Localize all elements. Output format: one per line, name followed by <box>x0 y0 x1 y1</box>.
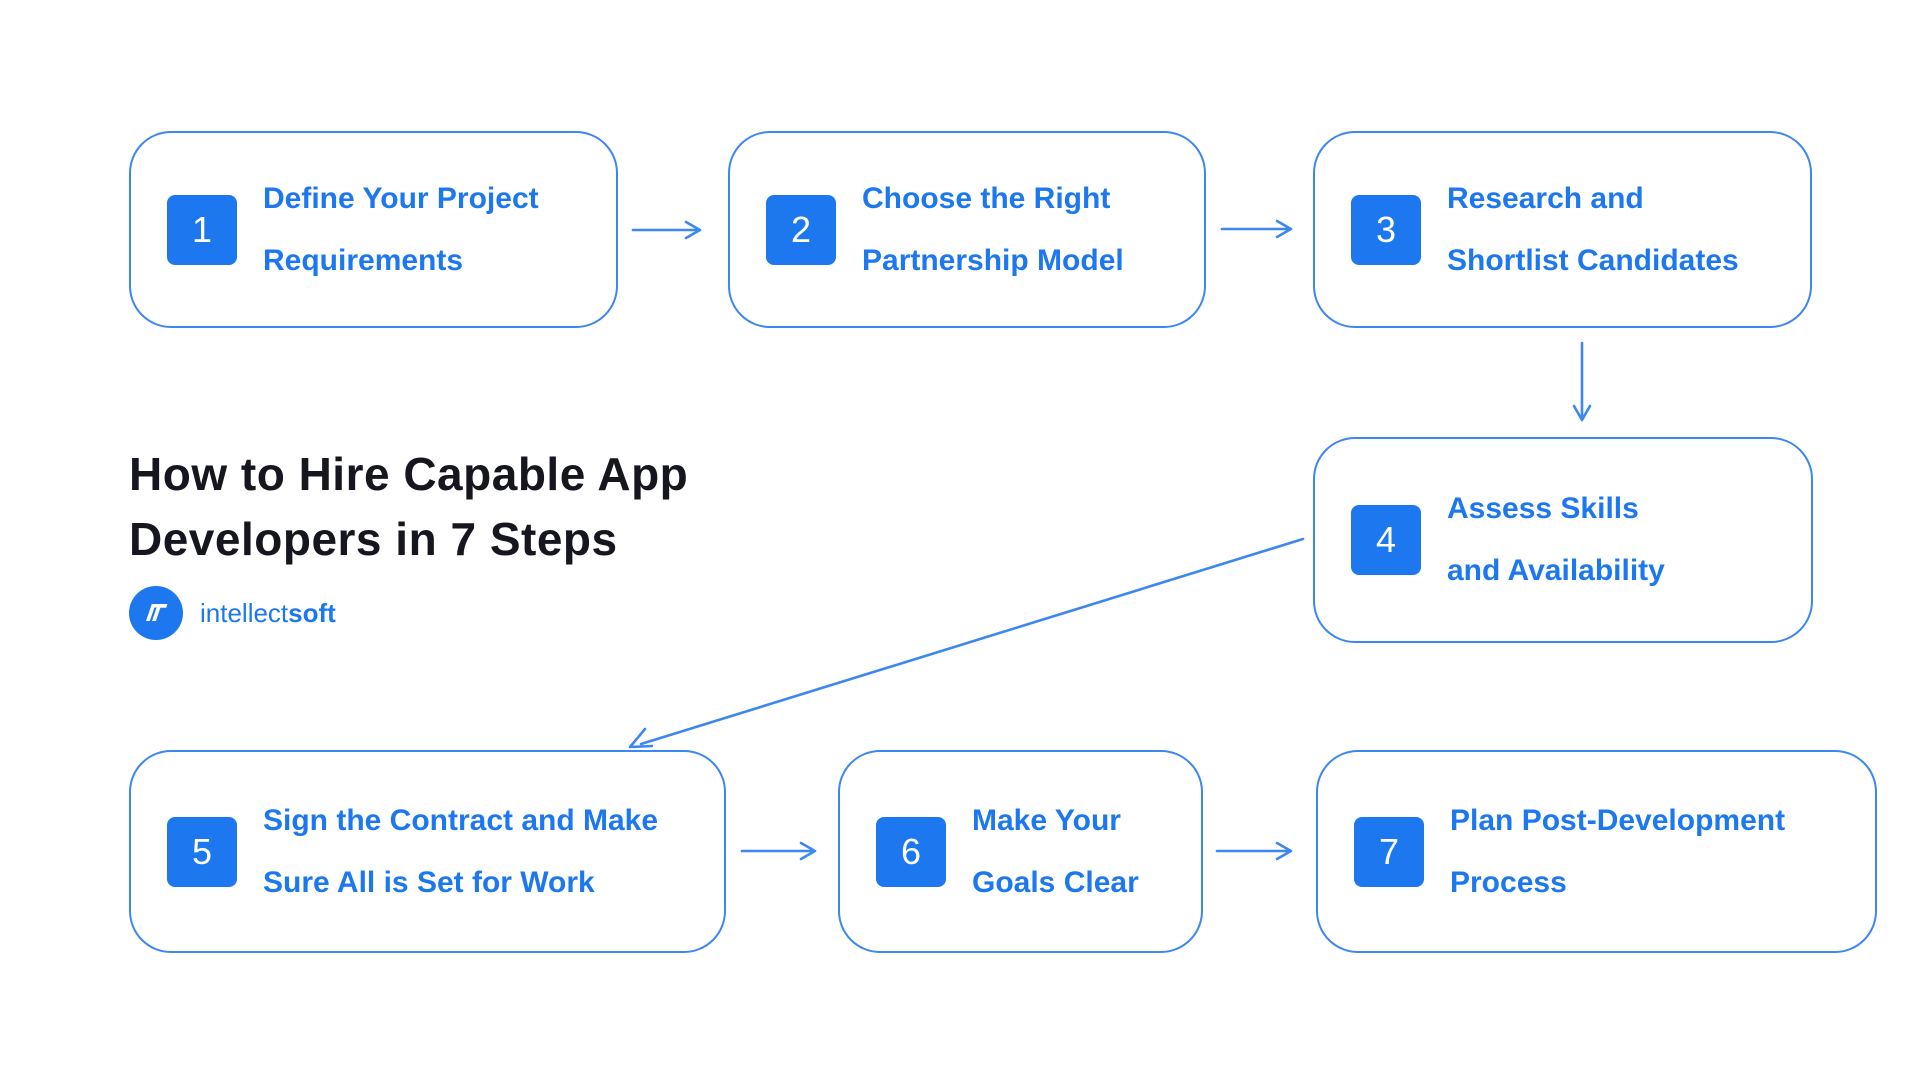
step-4-label-line1: Assess Skills <box>1447 492 1639 525</box>
step-1-label-line2: Requirements <box>263 243 464 277</box>
step-3-label: Research and Shortlist Candidates <box>1447 168 1739 292</box>
arrow-step4-step5 <box>628 537 1305 749</box>
step-6-label: Make Your Goals Clear <box>972 790 1139 914</box>
step-5-label-line1: Sign the Contract and Make <box>263 803 659 837</box>
intellectsoft-logo-icon <box>129 586 183 640</box>
step-2-label-line2: Partnership Model <box>862 243 1124 277</box>
brand-name-regular: intellect <box>200 598 289 628</box>
brand-name: intellectsoft <box>200 600 336 626</box>
step-7-label-line2: Process <box>1450 865 1567 899</box>
arrow-step1-step2 <box>631 220 702 240</box>
step-1-label-line1: Define Your Project <box>263 181 539 215</box>
step-3-number: 3 <box>1375 208 1397 250</box>
step-3-label-line2: Shortlist Candidates <box>1447 243 1739 277</box>
step-1-number-tile: 1 <box>167 194 237 265</box>
arrowhead-icon <box>628 727 654 749</box>
step-6-number: 6 <box>900 830 922 872</box>
step-3-number-tile: 3 <box>1351 194 1421 265</box>
step-2-label: Choose the Right Partnership Model <box>862 168 1124 292</box>
arrowhead-icon <box>1572 404 1592 422</box>
step-7-label-line1: Plan Post-Development <box>1450 803 1786 837</box>
step-4-number: 4 <box>1375 519 1397 560</box>
step-5-label-line2: Sure All is Set for Work <box>263 865 595 899</box>
step-2-number: 2 <box>790 208 812 250</box>
step-4-label: Assess Skills and Availability <box>1447 478 1665 602</box>
arrow-step3-step4 <box>1572 341 1592 422</box>
title-block: How to Hire Capable App Developers in 7 … <box>129 442 688 572</box>
arrowhead-icon <box>1275 841 1293 861</box>
step-3-label-line1: Research and <box>1447 181 1644 215</box>
step-6-label-line2: Goals Clear <box>972 865 1139 899</box>
step-6-number-tile: 6 <box>876 816 946 887</box>
step-5-label: Sign the Contract and Make Sure All is S… <box>263 790 658 914</box>
arrowhead-icon <box>799 841 817 861</box>
step-box-1: 1 Define Your Project Requirements <box>129 131 618 328</box>
step-4-number-tile: 4 <box>1351 505 1421 575</box>
page-title: How to Hire Capable App Developers in 7 … <box>129 442 688 572</box>
step-7-number-tile: 7 <box>1354 816 1424 887</box>
step-box-7: 7 Plan Post-Development Process <box>1316 750 1877 953</box>
arrow-step2-step3 <box>1220 219 1293 239</box>
step-box-2: 2 Choose the Right Partnership Model <box>728 131 1206 328</box>
arrowhead-icon <box>1275 219 1293 239</box>
step-2-number-tile: 2 <box>766 194 836 265</box>
step-4-label-line2: and Availability <box>1447 554 1665 587</box>
step-7-number: 7 <box>1378 830 1400 872</box>
arrow-step5-step6 <box>740 841 817 861</box>
arrowhead-icon <box>684 220 702 240</box>
page-title-line2: Developers in 7 Steps <box>129 513 618 565</box>
brand-name-bold: soft <box>288 598 336 628</box>
step-1-label: Define Your Project Requirements <box>263 168 539 292</box>
step-5-number: 5 <box>191 830 213 872</box>
step-box-3: 3 Research and Shortlist Candidates <box>1313 131 1812 328</box>
arrow-step6-step7 <box>1215 841 1293 861</box>
step-box-4: 4 Assess Skills and Availability <box>1313 437 1813 643</box>
step-6-label-line1: Make Your <box>972 803 1121 837</box>
step-box-5: 5 Sign the Contract and Make Sure All is… <box>129 750 726 953</box>
step-7-label: Plan Post-Development Process <box>1450 790 1785 914</box>
step-5-number-tile: 5 <box>167 816 237 887</box>
brand-logo: intellectsoft <box>129 586 336 640</box>
step-box-6: 6 Make Your Goals Clear <box>838 750 1203 953</box>
page-title-line1: How to Hire Capable App <box>129 448 689 500</box>
step-2-label-line1: Choose the Right <box>862 181 1111 215</box>
step-1-number: 1 <box>191 208 213 250</box>
